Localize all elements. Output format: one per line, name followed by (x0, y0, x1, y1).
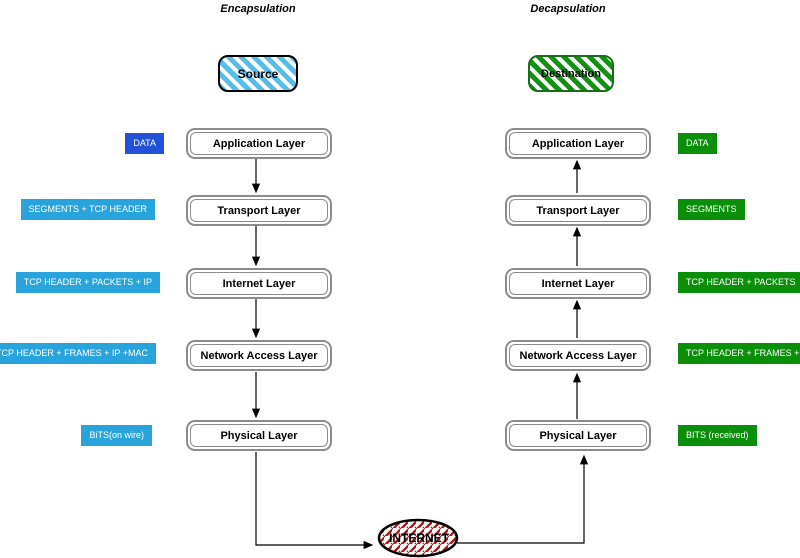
decap-transport-layer-box: Transport Layer (505, 195, 651, 226)
encap-physical-layer-box: Physical Layer (186, 420, 332, 451)
wire-from-internet (457, 454, 589, 544)
internet-cloud (377, 518, 459, 558)
wire-to-internet (255, 452, 374, 550)
encap-application-layer-box: Application Layer (186, 128, 332, 159)
decap-network-access-layer-box: Network Access Layer (505, 340, 651, 371)
encap-tag-data: DATA (125, 133, 164, 154)
decap-tag-segments: SEGMENTS (678, 199, 745, 220)
layer-label: Physical Layer (509, 424, 647, 447)
layer-label: Physical Layer (190, 424, 328, 447)
encap-tag-packets: TCP HEADER + PACKETS + IP (15, 272, 160, 293)
layer-label: Application Layer (509, 132, 647, 155)
encap-transport-layer-box: Transport Layer (186, 195, 332, 226)
decap-tag-data: DATA (678, 133, 717, 154)
layer-label: Network Access Layer (190, 344, 328, 367)
internet-node-label: INTERNET (389, 531, 449, 545)
encap-tag-segments: SEGMENTS + TCP HEADER (20, 199, 155, 220)
layer-label: Internet Layer (190, 272, 328, 295)
destination-node: Destination (528, 55, 614, 92)
decapsulation-title: Decapsulation (530, 3, 606, 15)
layer-label: Transport Layer (190, 199, 328, 222)
decap-internet-layer-box: Internet Layer (505, 268, 651, 299)
layer-label: Network Access Layer (509, 344, 647, 367)
encapsulation-title: Encapsulation (220, 3, 296, 15)
layer-label: Transport Layer (509, 199, 647, 222)
decap-tag-bits: BITS (received) (678, 425, 757, 446)
encap-tag-bits: BiTS(on wire) (81, 425, 152, 446)
layer-label: Application Layer (190, 132, 328, 155)
layer-label: Internet Layer (509, 272, 647, 295)
destination-node-label: Destination (541, 67, 601, 80)
source-node-label: Source (237, 66, 279, 81)
encap-network-access-layer-box: Network Access Layer (186, 340, 332, 371)
encap-tag-frames: TCP HEADER + FRAMES + IP +MAC (0, 343, 156, 364)
decap-tag-frames: TCP HEADER + FRAMES + IP (678, 343, 800, 364)
decap-physical-layer-box: Physical Layer (505, 420, 651, 451)
decap-tag-packets: TCP HEADER + PACKETS (678, 272, 800, 293)
encap-internet-layer-box: Internet Layer (186, 268, 332, 299)
decap-application-layer-box: Application Layer (505, 128, 651, 159)
source-node: Source (218, 55, 298, 92)
